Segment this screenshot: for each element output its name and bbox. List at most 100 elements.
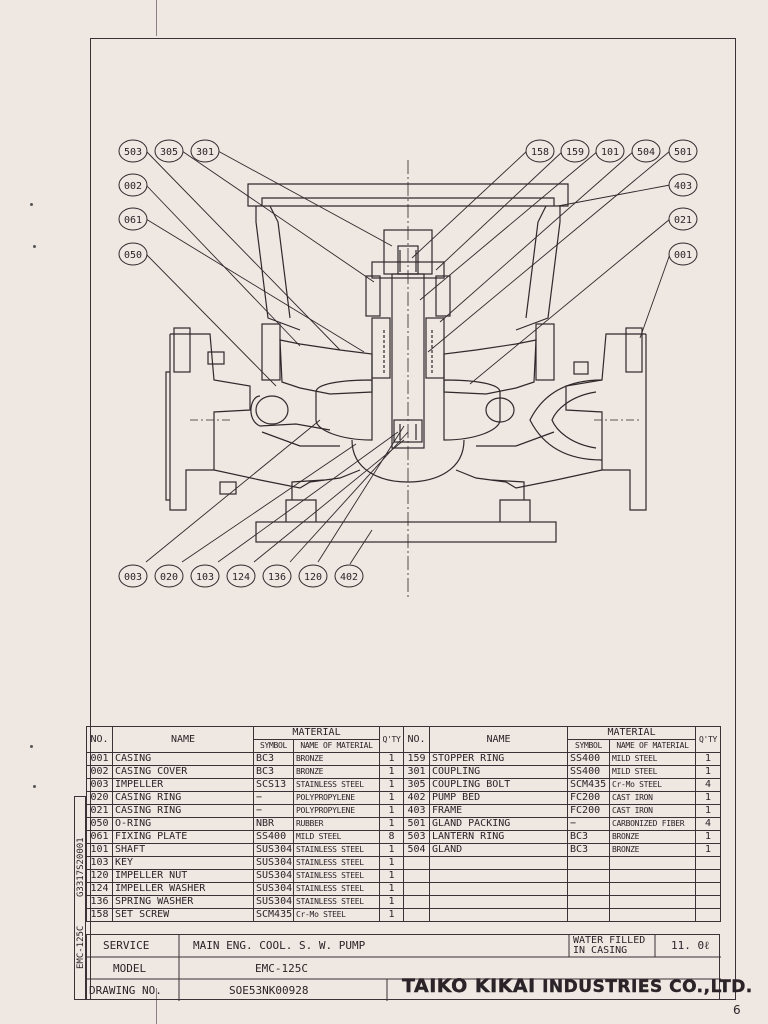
cell-material: STAINLESS STEEL [292,778,381,792]
cell-qty [695,895,722,909]
callout-label: 305 [160,147,178,158]
callout-061 [118,207,148,231]
cell-name: IMPELLER [112,778,254,792]
cell-name: COUPLING BOLT [429,778,569,792]
water-volume: 11. 0ℓ [671,939,710,952]
cell-qty: 1 [379,791,405,805]
cell-material: MILD STEEL [609,752,697,766]
header-qty: Q'TY [695,726,722,753]
cell-material [609,895,697,909]
cell-symbol: − [253,791,294,805]
callout-002 [118,173,148,197]
callout-label: 120 [304,572,322,583]
cell-name: IMPELLER WASHER [112,882,254,896]
callout-158 [525,139,555,163]
cell-material: STAINLESS STEEL [292,895,381,909]
cell-name: LANTERN RING [429,830,569,844]
cell-no: 501 [403,817,431,831]
callout-label: 159 [566,147,584,158]
cell-name: STOPPER RING [429,752,569,766]
cell-no: 120 [86,869,113,883]
cell-qty [695,908,722,922]
cell-qty: 1 [379,882,405,896]
callout-label: 402 [340,572,358,583]
cell-qty: 1 [695,791,722,805]
cell-no [403,882,431,896]
callout-label: 504 [637,147,655,158]
cell-no [403,869,431,883]
header-material: MATERIAL [567,726,697,740]
water-label-2: IN CASING [573,945,628,956]
callout-003 [118,564,148,588]
cell-no: 103 [86,856,113,870]
cell-material: STAINLESS STEEL [292,843,381,857]
callout-label: 501 [674,147,692,158]
cell-symbol: SCM435 [253,908,294,922]
cell-no: 001 [86,752,113,766]
callout-label: 403 [674,181,692,192]
callout-101 [595,139,625,163]
cell-qty: 1 [695,804,722,818]
cell-symbol: SUS304 [253,895,294,909]
cell-material: BRONZE [292,752,381,766]
cell-material: BRONZE [609,843,697,857]
cell-qty [695,869,722,883]
callout-001 [668,242,698,266]
callout-120 [298,564,328,588]
callout-021 [668,207,698,231]
water-label-1: WATER FILLED [573,935,646,946]
leader-lines [145,150,671,565]
cell-no: 305 [403,778,431,792]
side-code-upper: G3317S20001 [76,837,86,897]
callout-label: 020 [160,572,178,583]
cell-name: COUPLING [429,765,569,779]
callout-labels: 503 305 301 002 061 050 158 159 101 504 … [124,147,692,583]
callout-label: 001 [674,250,692,261]
callout-503 [118,139,148,163]
cell-no [403,908,431,922]
callout-label: 301 [196,147,214,158]
cell-qty: 4 [695,817,722,831]
model-label: MODEL [113,962,147,975]
cell-material [609,856,697,870]
side-code-strip: G3317S20001 EMC-125C [74,796,86,1000]
cell-name: IMPELLER NUT [112,869,254,883]
cell-material: CARBONIZED FIBER [609,817,697,831]
cell-material: STAINLESS STEEL [292,882,381,896]
cell-material: POLYPROPYLENE [292,791,381,805]
cell-material: STAINLESS STEEL [292,856,381,870]
cell-name: CASING RING [112,804,254,818]
cell-material [609,908,697,922]
cell-symbol [567,908,611,922]
cell-no: 136 [86,895,113,909]
cell-qty: 1 [695,843,722,857]
cell-name [429,895,569,909]
parts-list-table: NO. NAME MATERIAL Q'TY NO. NAME MATERIAL… [86,726,722,922]
cell-symbol: SS400 [253,830,294,844]
cell-qty: 1 [379,804,405,818]
header-no: NO. [86,726,113,753]
cell-symbol: SUS304 [253,843,294,857]
cell-qty: 1 [379,778,405,792]
cell-no: 504 [403,843,431,857]
cell-no: 021 [86,804,113,818]
title-block-grid [87,935,721,1001]
cell-no: 050 [86,817,113,831]
cell-material: POLYPROPYLENE [292,804,381,818]
cell-symbol: SS400 [567,765,611,779]
cell-name: GLAND PACKING [429,817,569,831]
callout-301 [190,139,220,163]
title-block: SERVICE MAIN ENG. COOL. S. W. PUMP WATER… [86,934,721,1001]
punch-mark [30,745,33,748]
cell-material: MILD STEEL [292,830,381,844]
